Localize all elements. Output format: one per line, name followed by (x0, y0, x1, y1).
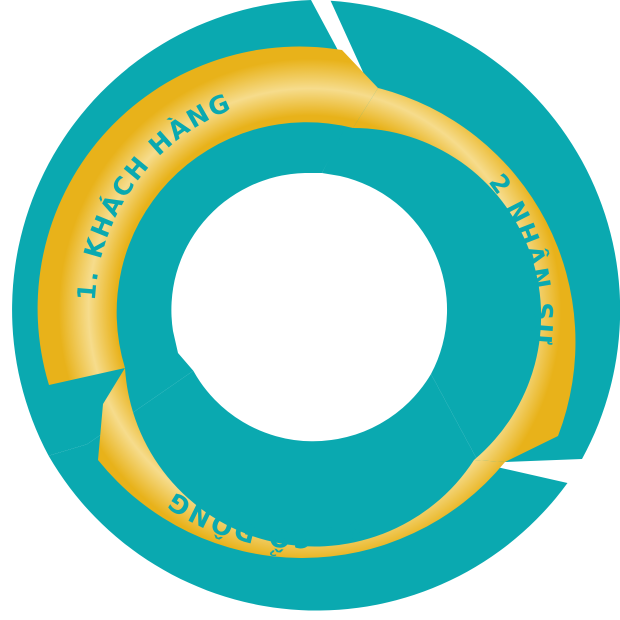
arrow-band-1 (37, 46, 379, 386)
ring-segment-2 (322, 0, 620, 463)
ring-segment-3 (48, 370, 568, 611)
arrow-band-2 (353, 88, 576, 462)
arrow-band-3 (98, 368, 505, 558)
